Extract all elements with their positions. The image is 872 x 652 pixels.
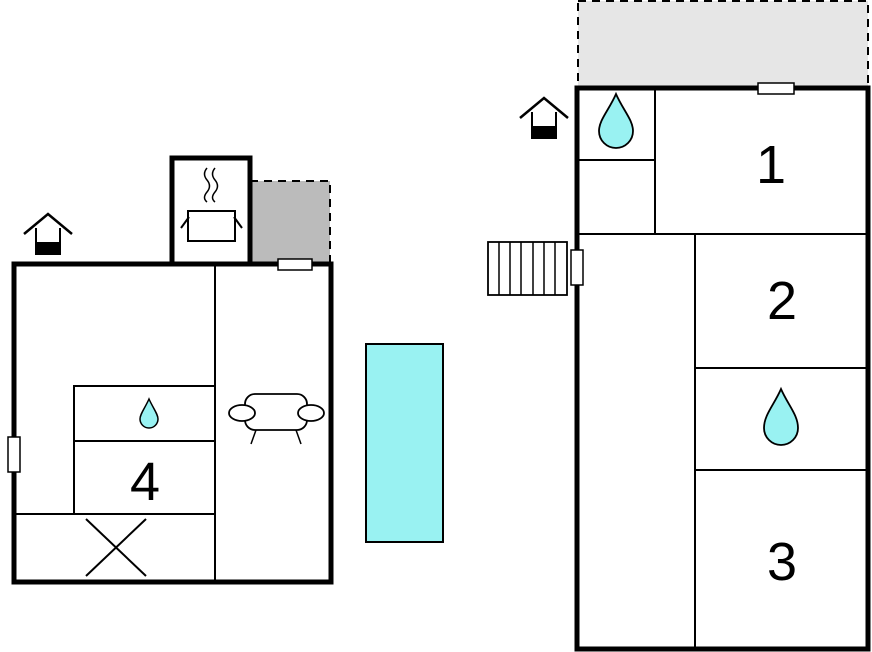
room-label-1: 1 [756, 135, 786, 195]
door [570, 249, 584, 286]
house-entrance-icon [519, 96, 569, 139]
stairs-icon [487, 241, 568, 296]
double-bed-icon [85, 518, 147, 577]
room-label-4: 4 [130, 452, 160, 512]
window [757, 82, 795, 95]
water-drop-icon [139, 397, 159, 429]
left-building: 4 [7, 155, 334, 585]
water-drop-icon [763, 386, 799, 446]
bedroom-4 [73, 440, 216, 515]
water-drop-icon [598, 91, 634, 149]
sauna-stove-icon [180, 167, 243, 242]
door [7, 436, 21, 473]
terrace-small [249, 180, 331, 265]
terrace-large [577, 0, 869, 88]
house-entrance-icon [23, 212, 73, 255]
swimming-pool [365, 343, 444, 543]
room-label-3: 3 [767, 532, 797, 592]
window [277, 258, 313, 271]
armchair-icon [228, 393, 325, 445]
room-label-2: 2 [767, 271, 797, 331]
right-building: 1 2 3 [487, 0, 871, 652]
